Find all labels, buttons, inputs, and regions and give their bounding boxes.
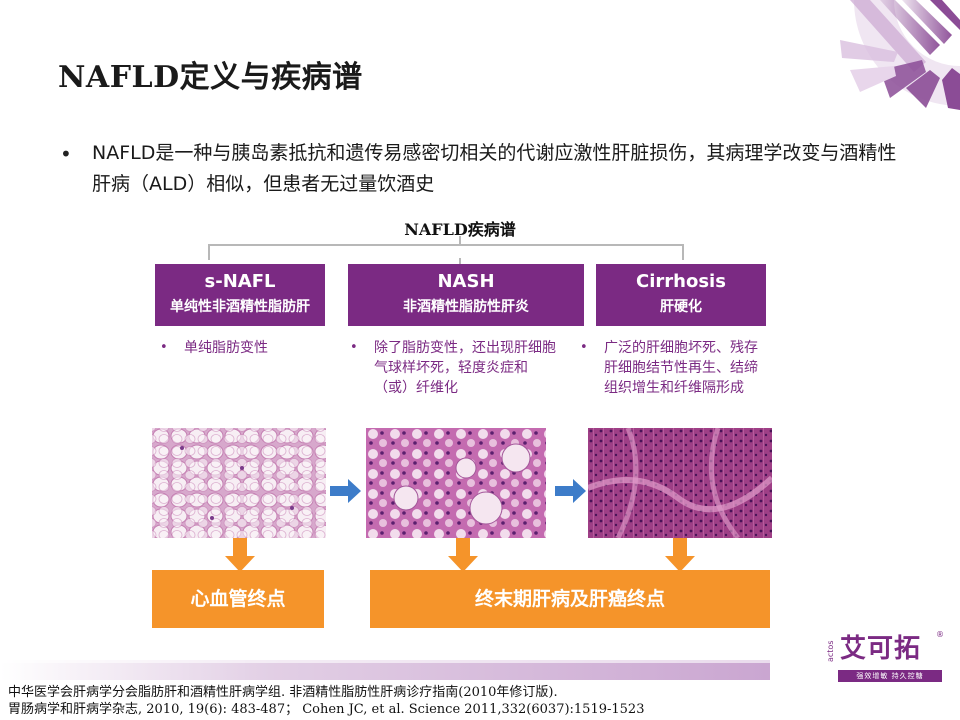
- bracket-tick: [459, 258, 461, 264]
- stage-box-nash: NASH 非酒精性脂肪性肝炎: [348, 264, 584, 326]
- description-bullet: •: [160, 340, 168, 355]
- logo-side-text: actos: [826, 640, 835, 663]
- histology-image-nash: [366, 428, 546, 538]
- stage-subtitle: 非酒精性脂肪性肝炎: [403, 299, 529, 315]
- description-text: 广泛的肝细胞坏死、残存肝细胞结节性再生、结缔组织增生和纤维隔形成: [604, 340, 758, 396]
- slide-title: NAFLD定义与疾病谱: [58, 60, 363, 95]
- logo-tagline: 强效增敏 持久控糖: [838, 670, 942, 682]
- down-arrow-icon: [225, 538, 255, 572]
- spectrum-bracket: [208, 244, 684, 260]
- logo-brand: 艾可拓: [840, 634, 922, 664]
- endpoint-cardiovascular: 心血管终点: [152, 570, 324, 628]
- histology-image-snafl: [152, 428, 326, 538]
- endpoint-liver: 终末期肝病及肝癌终点: [370, 570, 770, 628]
- spectrum-title: NAFLD疾病谱: [404, 220, 516, 239]
- registered-mark: ®: [936, 630, 944, 639]
- reference: 中华医学会肝病学分会脂肪肝和酒精性肝病学组. 非酒精性脂肪性肝病诊疗指南(201…: [8, 684, 644, 718]
- stage-box-cirrhosis: Cirrhosis 肝硬化: [596, 264, 766, 326]
- corner-decoration: [840, 0, 960, 110]
- reference-line: 胃肠病学和肝病学杂志, 2010, 19(6): 483-487； Cohen …: [8, 702, 645, 717]
- description-text: 除了脂肪变性，还出现肝细胞气球样坏死，轻度炎症和（或）纤维化: [374, 340, 556, 396]
- right-arrow-icon: [555, 479, 586, 503]
- intro-bullet: •: [60, 142, 72, 166]
- stage-box-snafl: s-NAFL 单纯性非酒精性脂肪肝: [155, 264, 325, 326]
- stage-name: NASH: [437, 271, 495, 292]
- reference-line: 中华医学会肝病学分会脂肪肝和酒精性肝病学组. 非酒精性脂肪性肝病诊疗指南(201…: [8, 685, 558, 700]
- down-arrow-icon: [665, 538, 695, 572]
- intro-text: NAFLD是一种与胰岛素抵抗和遗传易感密切相关的代谢应激性肝脏损伤，其病理学改变…: [92, 142, 897, 195]
- description-text: 单纯脂肪变性: [184, 340, 268, 356]
- product-logo: actos 艾可拓 ® 强效增敏 持久控糖: [826, 628, 944, 684]
- right-arrow-icon: [330, 479, 361, 503]
- down-arrow-icon: [448, 538, 478, 572]
- description-bullet: •: [580, 340, 588, 355]
- bracket-stem: [459, 236, 461, 245]
- stage-subtitle: 单纯性非酒精性脂肪肝: [170, 299, 310, 315]
- stage-subtitle: 肝硬化: [660, 299, 702, 315]
- stage-name: Cirrhosis: [636, 271, 726, 292]
- bottom-band: [0, 660, 770, 680]
- histology-image-cirrhosis: [588, 428, 772, 538]
- description-bullet: •: [350, 340, 358, 355]
- stage-name: s-NAFL: [204, 271, 276, 292]
